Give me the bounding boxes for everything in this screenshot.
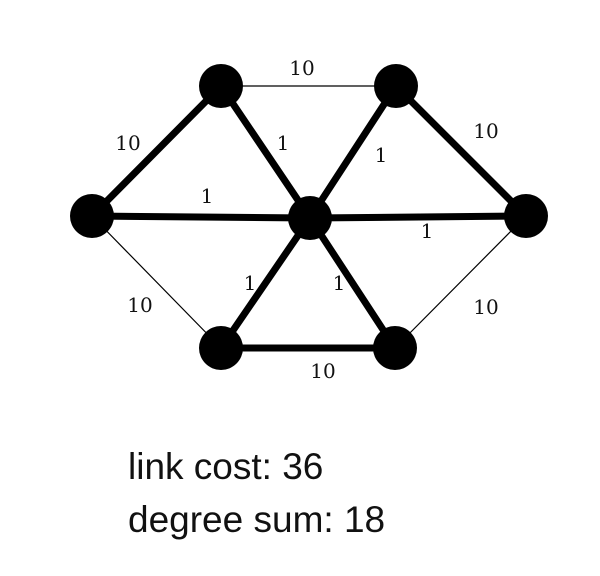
edge-cost-label-bottom-left-bottom-right: 10 (310, 359, 335, 383)
edge-cost-label-left-bottom-left: 10 (127, 293, 152, 317)
edge-center-bottom-left (217, 214, 314, 352)
node-right (504, 194, 548, 238)
edge-cost-label-right-bottom-right: 10 (473, 295, 498, 319)
edge-cost-label-top-left-top-right: 10 (289, 56, 314, 80)
edge-center-top-right (306, 82, 400, 222)
node-bottom-left (199, 326, 243, 370)
edge-top-left-center (217, 82, 314, 222)
edge-cost-label-top-right-right: 10 (473, 119, 498, 143)
edge-cost-label-center-bottom-left: 1 (244, 271, 257, 295)
graph-stats: link cost: 36 degree sum: 18 (128, 440, 385, 546)
link-cost-text: link cost: 36 (128, 446, 324, 487)
edge-cost-label-center-bottom-right: 1 (333, 271, 346, 295)
edge-center-right (306, 212, 530, 222)
edge-left-top-left (88, 82, 225, 220)
edge-cost-label-left-center: 1 (201, 184, 214, 208)
edge-cost-label-left-top-left: 10 (115, 131, 140, 155)
edge-right-bottom-right (394, 215, 527, 349)
node-bottom-right (373, 326, 417, 370)
edge-cost-label-center-right: 1 (421, 219, 434, 243)
degree-sum-text: degree sum: 18 (128, 499, 386, 540)
node-left (70, 194, 114, 238)
edge-center-bottom-right (306, 214, 399, 352)
graph-nodes (70, 64, 548, 370)
network-graph: 10 10 10 1 1 1 1 1 1 10 10 10 (70, 56, 548, 383)
edge-cost-label-top-left-center: 1 (277, 131, 290, 155)
edge-left-center (88, 212, 314, 222)
edge-top-right-right (392, 82, 530, 220)
node-top-right (374, 64, 418, 108)
edge-cost-label-center-top-right: 1 (375, 143, 388, 167)
edge-cost-labels: 10 10 10 1 1 1 1 1 1 10 10 10 (115, 56, 498, 383)
node-center (288, 196, 332, 240)
node-top-left (199, 64, 243, 108)
edge-left-bottom-left (91, 215, 222, 349)
graph-edges (88, 82, 530, 352)
